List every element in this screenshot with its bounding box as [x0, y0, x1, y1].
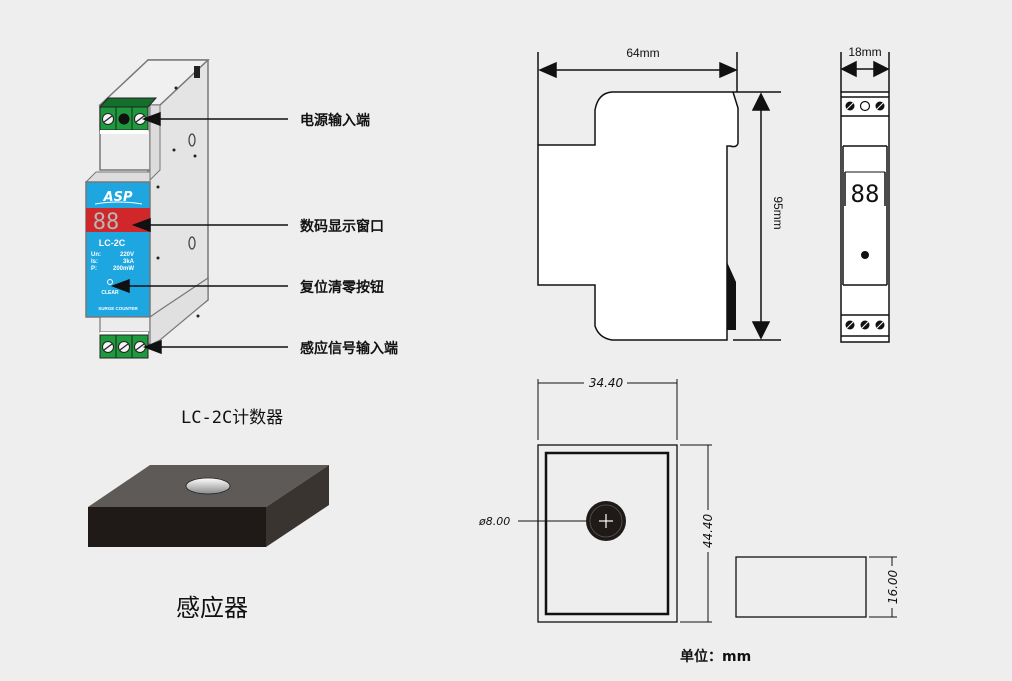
counter-caption: LC-2C计数器 [181, 408, 284, 428]
front-reset-button [861, 251, 869, 259]
arrowhead-icon [538, 61, 557, 79]
dim-sensor-hole: ø8.00 [478, 515, 510, 528]
rivet [172, 148, 176, 152]
arrowhead-icon [751, 92, 771, 111]
rivet [156, 185, 160, 189]
sensor-lens [185, 477, 231, 495]
screw-slot [135, 343, 145, 351]
screw-slot [846, 102, 854, 110]
callout-reset-button: 复位清零按钮 [300, 280, 384, 296]
rivet [156, 256, 160, 260]
spec-key-p: P: [91, 266, 97, 272]
screw-slot [861, 321, 869, 329]
brand-logo: ASP [103, 190, 133, 205]
front-panel [85, 181, 151, 318]
side-view-drawing [537, 91, 739, 341]
dim-sensor-height: 44.40 [701, 513, 715, 548]
callout-power-input: 电源输入端 [300, 113, 370, 129]
rivet [174, 86, 178, 90]
spec-value-is: 3kA [123, 259, 135, 265]
side-hole [188, 236, 196, 250]
screw-slot [103, 115, 113, 123]
display-digits: 88 [93, 210, 120, 235]
side-hole [188, 133, 196, 147]
screw-slot [119, 343, 129, 351]
side-view-outline [537, 91, 739, 341]
screw-slot [876, 321, 884, 329]
top-terminal-top [98, 97, 158, 108]
screw-slot [103, 343, 113, 351]
sensor-plan-outer [537, 444, 678, 623]
dim-front-width: 18mm [848, 45, 881, 59]
unit-note: 单位：mm [680, 649, 752, 665]
spec-key-un: Un: [91, 252, 101, 258]
clear-button[interactable] [107, 279, 113, 285]
front-led [859, 100, 871, 112]
dim-sensor-width: 34.40 [589, 376, 624, 390]
logo-swoosh [94, 201, 143, 205]
rivet [196, 314, 200, 318]
screw-slot [135, 115, 145, 123]
clear-label: CLEAR [101, 290, 119, 296]
arrowhead-icon [840, 60, 857, 78]
terminal-strip [100, 130, 148, 134]
dim-side-width: 64mm [626, 46, 659, 60]
sensor-plan-inner [544, 451, 670, 616]
screw-slot [876, 102, 884, 110]
sensor-side-face [266, 465, 329, 547]
callout-sensor-input: 感应信号输入端 [300, 341, 398, 357]
device-lower-front [99, 316, 151, 333]
sensor-side-outline [735, 556, 867, 618]
arrowhead-icon [131, 217, 151, 233]
front-display-digits: 88 [851, 180, 880, 208]
arrowhead-icon [719, 61, 738, 79]
terminal-strip [100, 332, 148, 335]
sensor-hole-ring [589, 504, 623, 538]
arrowhead-icon [110, 278, 130, 294]
digital-display [86, 208, 150, 232]
front-view-outline [840, 91, 890, 343]
din-clip [727, 262, 736, 330]
rivet [193, 154, 197, 158]
dim-sensor-thickness: 16.00 [886, 569, 900, 604]
device-slot [194, 66, 200, 78]
model-label: LC-2C [99, 238, 126, 248]
spec-key-is: Is: [91, 259, 98, 265]
spec-value-un: 220V [120, 252, 134, 258]
surge-counter-label: SURGE COUNTER [98, 306, 138, 311]
sensor-front-face [88, 507, 266, 547]
sensor-caption: 感应器 [176, 594, 248, 622]
spec-value-p: 200mW [113, 266, 134, 272]
terminal-hole [118, 113, 130, 125]
panel-top-edge [84, 171, 151, 183]
screw-slot [846, 321, 854, 329]
arrowhead-icon [751, 321, 771, 340]
arrowhead-icon [141, 111, 161, 127]
dim-side-height: 95mm [771, 196, 785, 229]
arrowhead-icon [873, 60, 890, 78]
arrowhead-icon [142, 339, 162, 355]
callout-display-window: 数码显示窗口 [300, 219, 384, 235]
